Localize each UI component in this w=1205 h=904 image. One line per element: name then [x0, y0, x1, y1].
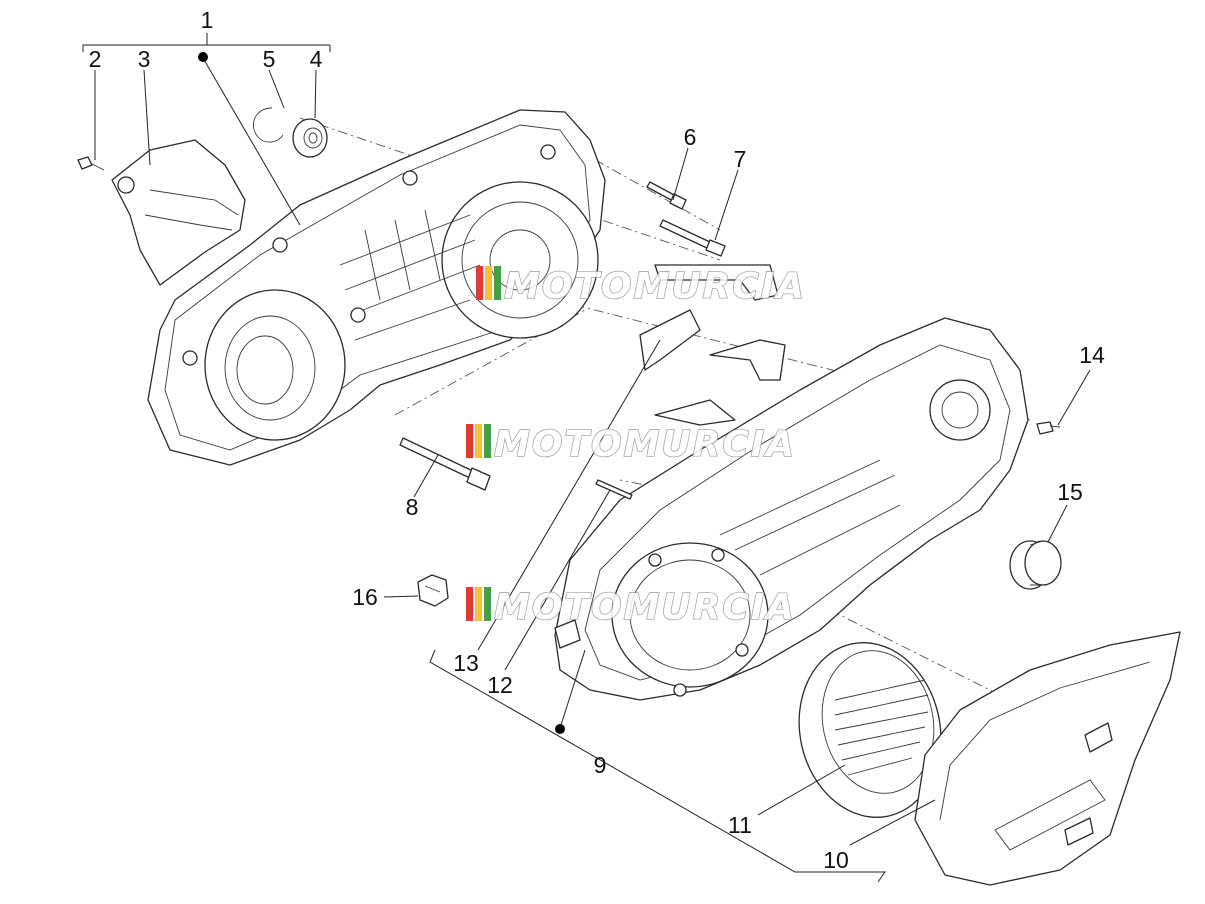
- watermark-1: MOTOMURCIA: [476, 265, 806, 308]
- part-7-long-bolt: [659, 219, 726, 257]
- part-10-outer-cover: [914, 631, 1181, 886]
- callout-16: 16: [352, 584, 378, 610]
- part-15-cap: [1009, 540, 1062, 590]
- callout-8: 8: [406, 494, 419, 520]
- part-8-long-bolt: [399, 437, 491, 491]
- leader-lines: [82, 33, 1091, 883]
- part-3-air-duct: [111, 139, 246, 286]
- callout-9: 9: [594, 752, 607, 778]
- callout-14: 14: [1079, 342, 1105, 368]
- callout-4: 4: [310, 46, 323, 72]
- callout-13: 13: [453, 650, 479, 676]
- outer-transmission-cover: [554, 317, 1029, 701]
- part-11-grille: [798, 642, 942, 818]
- watermark-text-3: MOTOMURCIA: [494, 587, 796, 628]
- callout-15: 15: [1057, 479, 1083, 505]
- watermark-text-2: MOTOMURCIA: [494, 424, 796, 465]
- part-4-bearing: [292, 118, 328, 158]
- callout-3: 3: [138, 46, 151, 72]
- part-6-bolt: [646, 181, 687, 210]
- part-16-clip: [417, 574, 449, 607]
- callouts: 1 2 3 4 5 6 7 8 9 10 11 12 13 14 15 16: [89, 7, 1105, 873]
- callout-6: 6: [684, 124, 697, 150]
- part-2-screw: [77, 156, 105, 171]
- part-14-screw: [1036, 421, 1061, 435]
- callout-2: 2: [89, 46, 102, 72]
- part-12-screw: [595, 479, 633, 500]
- watermark-2: MOTOMURCIA: [466, 423, 796, 466]
- callout-5: 5: [263, 46, 276, 72]
- part-5-circlip: [253, 107, 284, 143]
- callout-12: 12: [487, 672, 513, 698]
- watermark-text-1: MOTOMURCIA: [504, 266, 806, 307]
- callout-10: 10: [823, 847, 849, 873]
- callout-11: 11: [728, 812, 752, 838]
- callout-1: 1: [201, 7, 214, 33]
- callout-7: 7: [734, 146, 747, 172]
- watermark-3: MOTOMURCIA: [466, 586, 796, 629]
- part-13-seal-strips: [639, 264, 786, 426]
